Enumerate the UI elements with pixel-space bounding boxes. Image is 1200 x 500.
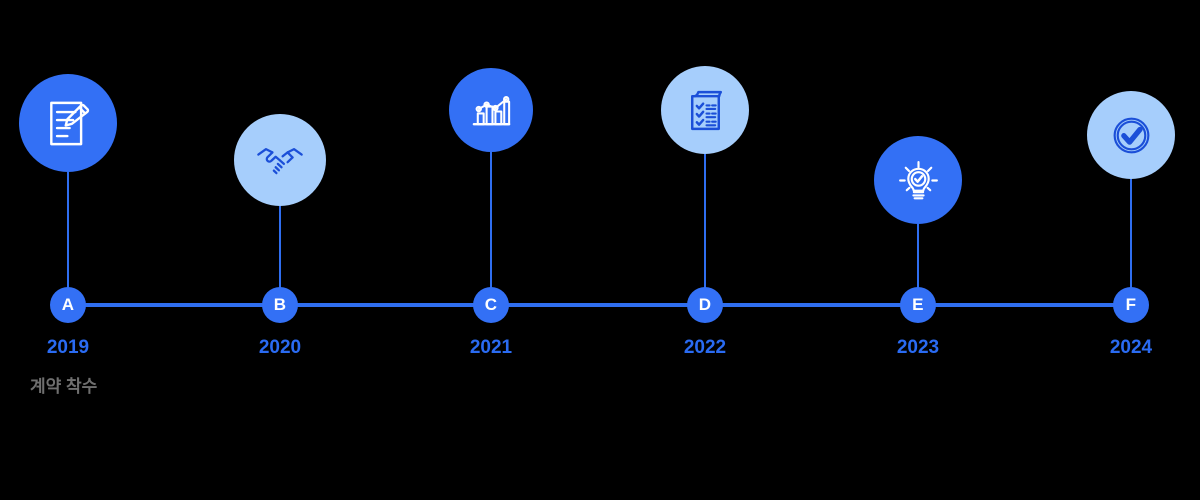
milestone-icon-bubble-c[interactable] [449,68,533,152]
milestone-icon-bubble-b[interactable] [234,114,326,206]
connector-stem-e [917,224,919,305]
milestone-icon-bubble-a[interactable] [19,74,117,172]
handshake-icon [254,134,306,186]
document-pencil-icon [41,96,96,151]
timeline-marker-c[interactable]: C [473,287,509,323]
timeline-year-label-f: 2024 [1109,337,1153,358]
timeline-year-label-b: 2020 [258,337,302,358]
timeline-caption: 계약 착수 [30,377,98,396]
connector-stem-a [67,172,69,305]
timeline-year-label-d: 2022 [683,337,727,358]
connector-stem-b [279,206,281,305]
timeline-marker-e[interactable]: E [900,287,936,323]
timeline-marker-b[interactable]: B [262,287,298,323]
milestone-icon-bubble-d[interactable] [661,66,749,154]
check-circle-icon [1107,111,1156,160]
connector-stem-c [490,152,492,305]
timeline-year-label-a: 2019 [46,337,90,358]
bar-chart-trend-icon [468,87,515,134]
timeline-year-label-c: 2021 [469,337,513,358]
lightbulb-check-icon [894,156,943,205]
timeline-marker-f[interactable]: F [1113,287,1149,323]
connector-stem-f [1130,179,1132,305]
timeline-year-label-e: 2023 [896,337,940,358]
timeline-axis-line [68,303,1131,307]
timeline-marker-d[interactable]: D [687,287,723,323]
timeline-marker-a[interactable]: A [50,287,86,323]
connector-stem-d [704,154,706,305]
checklist-clipboard-icon [681,86,730,135]
milestone-icon-bubble-f[interactable] [1087,91,1175,179]
milestone-icon-bubble-e[interactable] [874,136,962,224]
